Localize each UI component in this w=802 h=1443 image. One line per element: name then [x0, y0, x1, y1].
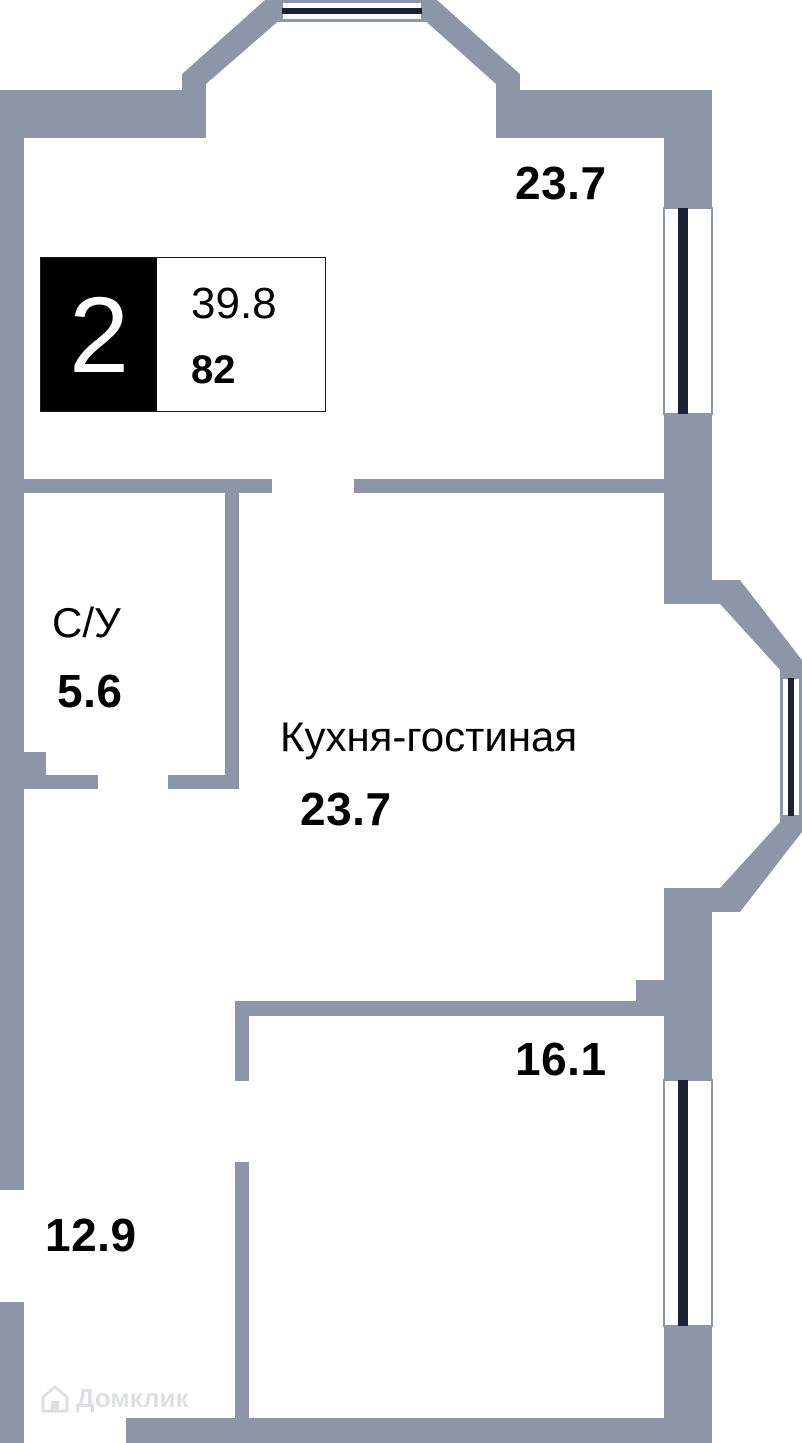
bay-top-right	[422, 0, 520, 90]
bay-top-left	[182, 0, 282, 90]
wall-bottom	[126, 1418, 712, 1443]
bathroom-name: С/У	[52, 599, 121, 646]
bay-top-window-frame	[282, 8, 422, 14]
room-bottom-wall-left-lower	[235, 1162, 249, 1418]
watermark-text: Домклик	[76, 1383, 189, 1413]
watermark: Домклик	[40, 1383, 188, 1414]
room-bottom-area: 16.1	[515, 1033, 607, 1085]
wall-top-left	[0, 90, 206, 138]
wall-left-upper	[0, 90, 24, 1190]
bay-right-window-frame	[788, 678, 794, 816]
hall-area: 12.9	[45, 1209, 137, 1261]
partition-top-right	[354, 479, 664, 493]
window-right-upper-frame	[678, 208, 688, 414]
bathroom-area: 5.6	[57, 665, 123, 717]
bathroom-shaft	[24, 752, 46, 789]
bathroom-wall-right	[225, 493, 239, 789]
partition-top-left	[24, 479, 272, 493]
room-top-area: 23.7	[515, 157, 607, 209]
room-count: 2	[41, 258, 157, 411]
wall-right-upper	[664, 90, 712, 208]
room-bottom-wall-left-upper	[235, 1001, 249, 1081]
bathroom-wall-bottom-right	[168, 775, 239, 789]
bay-right-top	[664, 580, 802, 678]
kitchen-living-name: Кухня-гостиная	[280, 713, 578, 760]
floor-number: 82	[191, 348, 236, 392]
total-area: 39.8	[191, 279, 277, 328]
kitchen-living-area: 23.7	[300, 783, 392, 835]
wall-right-mid	[664, 414, 712, 604]
apartment-info-badge: 2 39.8 82	[40, 257, 326, 412]
wall-left-lower	[0, 1302, 24, 1443]
house-logo-icon	[41, 1384, 69, 1412]
room-bottom-wall-top	[235, 1001, 664, 1016]
window-right-lower-frame	[678, 1080, 688, 1326]
